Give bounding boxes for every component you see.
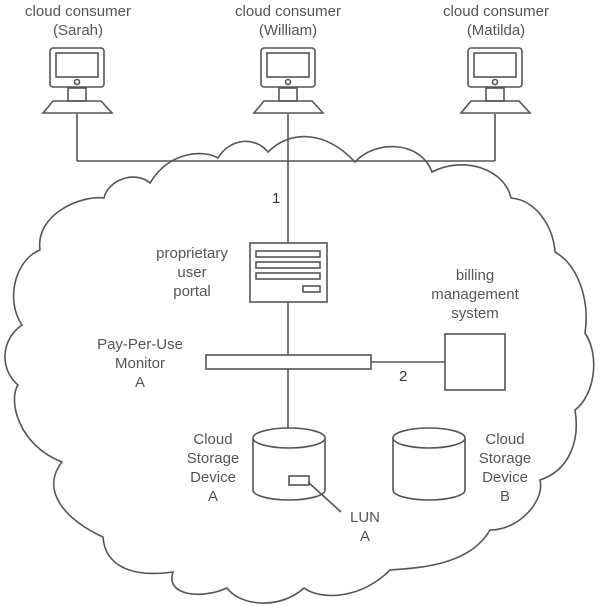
step-label-1: 1 [272,190,281,207]
storage-a-label-line: Cloud [193,431,233,448]
billing-label: billing management system [415,266,535,323]
monitor-label: Pay-Per-Use Monitor A [85,335,195,392]
consumer-name: (Sarah) [52,22,104,39]
storage-a-label: Cloud Storage Device A [178,430,248,506]
consumer-name: (Matilda) [466,22,526,39]
computer-icon-sarah [41,47,114,114]
billing-system-box [444,333,506,391]
monitor-label-line: Monitor [114,355,166,372]
storage-a-label-line: Device [190,469,236,486]
portal-label-line: portal [173,283,211,300]
lun-a-box [288,475,310,486]
storage-b-label: Cloud Storage Device B [470,430,540,506]
lun-label-line: LUN [349,509,380,526]
portal-form-icon [249,242,328,303]
billing-label-line: billing [455,267,495,284]
storage-a-label-line: Storage [186,450,240,467]
lun-label-line: A [359,528,370,545]
lun-pointer-line [307,481,342,513]
portal-label-line: proprietary [156,245,228,262]
consumer-label-william: cloud consumer (William) [212,2,364,40]
pay-per-use-monitor-bar [205,354,372,370]
computer-icon-matilda [459,47,532,114]
computer-icon-william [252,47,325,114]
billing-label-line: system [451,305,499,322]
consumer-role: cloud consumer [25,3,131,20]
cloud-boundary [4,135,595,604]
storage-device-a-icon [252,427,342,513]
consumer-name: (William) [258,22,318,39]
consumer-role: cloud consumer [235,3,341,20]
monitor-label-line: A [134,374,145,391]
storage-device-b-icon [392,427,466,501]
monitor-label-line: Pay-Per-Use [97,336,183,353]
consumer-role: cloud consumer [443,3,549,20]
storage-a-label-line: A [207,488,218,505]
storage-b-label-line: Cloud [485,431,525,448]
portal-label-line: user [177,264,207,281]
portal-label: proprietary user portal [140,244,244,301]
billing-label-line: management [431,286,519,303]
storage-b-label-line: B [499,488,510,505]
storage-b-label-line: Device [482,469,528,486]
consumer-label-matilda: cloud consumer (Matilda) [420,2,572,40]
lun-label: LUN A [340,508,390,546]
consumer-label-sarah: cloud consumer (Sarah) [2,2,154,40]
storage-b-label-line: Storage [478,450,532,467]
step-label-2: 2 [399,368,408,385]
